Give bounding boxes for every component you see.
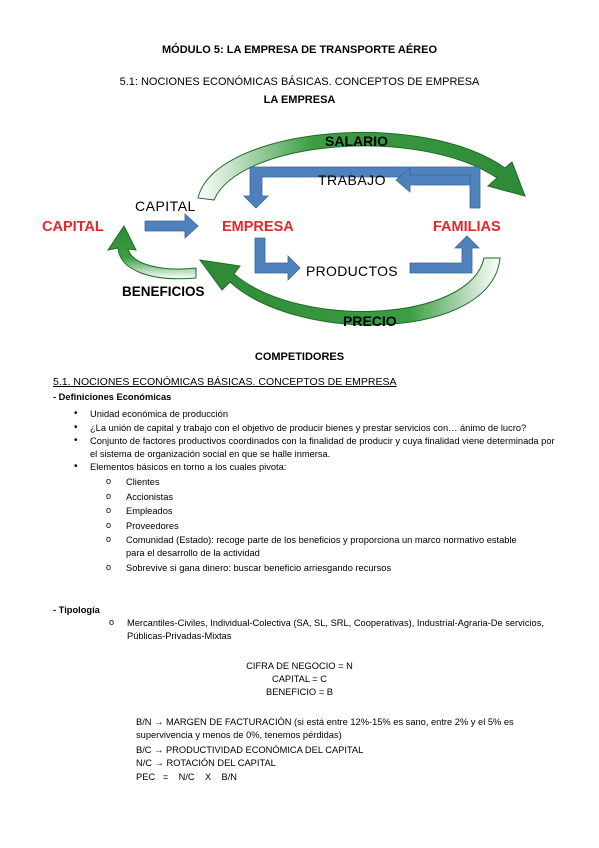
label-empresa: EMPRESA	[222, 219, 294, 235]
element-item: Accionistas	[106, 490, 560, 504]
definitions-heading: - Definiciones Económicas	[53, 392, 172, 402]
elements-list: Clientes Accionistas Empleados Proveedor…	[90, 475, 560, 575]
definition-text: Elementos básicos en torno a los cuales …	[90, 462, 287, 473]
ratio-line: PEC = N/C X B/N	[136, 772, 237, 782]
label-precio: PRECIO	[343, 313, 397, 329]
trabajo-arrow	[243, 166, 481, 209]
definition-item: Unidad económica de producción	[74, 408, 560, 421]
beneficios-arc-arrow	[106, 225, 197, 280]
definitions-list: Unidad económica de producción ¿La unión…	[74, 408, 560, 575]
element-text: Proveedores	[126, 520, 179, 531]
label-capital-arrow: CAPITAL	[135, 198, 196, 214]
definition-text: Conjunto de factores productivos coordin…	[90, 436, 555, 459]
section-title: 5.1: NOCIONES ECONÓMICAS BÁSICAS. CONCEP…	[119, 76, 480, 88]
element-text: Empleados	[126, 506, 173, 517]
element-item: Proveedores	[106, 519, 560, 533]
label-familias: FAMILIAS	[433, 219, 501, 235]
productos-arrow-left	[254, 237, 301, 281]
formula-line: BENEFICIO = B	[266, 687, 333, 697]
ratio-line: B/N → MARGEN DE FACTURACIÓN (si está ent…	[136, 717, 514, 740]
definition-item: Conjunto de factores productivos coordin…	[74, 435, 560, 460]
element-text: Sobrevive si gana dinero: buscar benefic…	[126, 562, 392, 573]
definition-text: Unidad económica de producción	[90, 409, 228, 419]
element-text: Comunidad (Estado): recoge parte de los …	[126, 535, 517, 558]
precio-arc-arrow	[198, 257, 501, 326]
typology-heading: - Tipología	[53, 605, 100, 615]
enterprise-flow-diagram: SALARIO TRABAJO CAPITAL CAPITAL EMPRESA …	[42, 131, 526, 329]
diagram-caption: COMPETIDORES	[254, 351, 345, 363]
ratio-line: N/C → ROTACIÓN DEL CAPITAL	[136, 758, 276, 768]
label-salario: SALARIO	[325, 133, 388, 149]
label-trabajo: TRABAJO	[318, 172, 386, 188]
formula-line: CIFRA DE NEGOCIO = N	[246, 661, 353, 671]
capital-to-empresa-arrow	[144, 213, 199, 239]
label-beneficios: BENEFICIOS	[122, 284, 205, 299]
typology-text: Mercantiles-Civiles, Individual-Colectiv…	[127, 618, 544, 641]
module-title: MÓDULO 5: LA EMPRESA DE TRANSPORTE AÉREO	[161, 44, 438, 56]
element-item: Comunidad (Estado): recoge parte de los …	[106, 533, 560, 559]
salario-arc-arrow	[197, 131, 526, 201]
ratio-line: B/C → PRODUCTIVIDAD ECONÓMICA DEL CAPITA…	[136, 745, 364, 755]
label-productos: PRODUCTOS	[306, 263, 398, 279]
element-text: Accionistas	[126, 491, 174, 502]
element-text: Clientes	[126, 476, 160, 487]
section-heading: 5.1. NOCIONES ECONÓMICAS BÁSICAS. CONCEP…	[53, 376, 397, 388]
element-item: Empleados	[106, 504, 560, 518]
element-item: Sobrevive si gana dinero: buscar benefic…	[106, 561, 560, 575]
definition-item: Elementos básicos en torno a los cuales …	[74, 461, 560, 575]
diagram-title: LA EMPRESA	[263, 94, 336, 106]
trabajo-arrow-head	[395, 167, 471, 193]
typology-bullet: o	[109, 617, 115, 627]
label-capital: CAPITAL	[42, 219, 104, 235]
productos-arrow-right	[409, 235, 480, 274]
element-item: Clientes	[106, 475, 560, 489]
definition-text: ¿La unión de capital y trabajo con el ob…	[90, 422, 527, 433]
typology-item: o Mercantiles-Civiles, Individual-Colect…	[109, 617, 567, 642]
formula-line: CAPITAL = C	[271, 674, 328, 684]
definition-item: ¿La unión de capital y trabajo con el ob…	[74, 422, 560, 435]
